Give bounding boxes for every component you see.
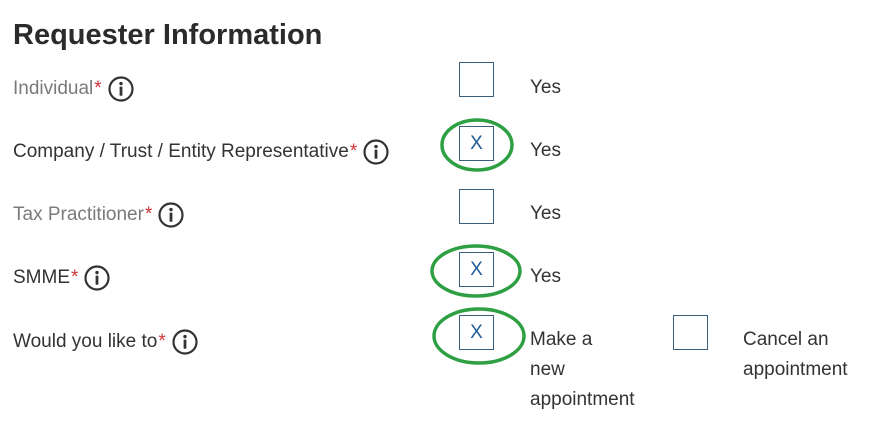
individual-yes-label: Yes xyxy=(530,77,561,98)
info-icon[interactable] xyxy=(172,329,198,355)
tax-practitioner-yes-checkbox[interactable] xyxy=(459,189,494,224)
section-title: Requester Information xyxy=(13,19,323,51)
appointment-question-label: Would you like to* xyxy=(13,329,198,355)
company-yes-checkbox[interactable]: X xyxy=(459,126,494,161)
smme-label: SMME* xyxy=(13,265,111,291)
smme-yes-checkbox[interactable]: X xyxy=(459,252,494,287)
info-icon[interactable] xyxy=(158,202,184,228)
info-icon[interactable] xyxy=(108,76,134,102)
make-appointment-label: Make a new appointment xyxy=(530,329,635,410)
individual-label: Individual* xyxy=(13,76,134,102)
company-yes-label: Yes xyxy=(530,140,561,161)
tax-practitioner-label: Tax Practitioner* xyxy=(13,202,184,228)
make-appointment-checkbox[interactable]: X xyxy=(459,315,494,350)
company-label: Company / Trust / Entity Representative* xyxy=(13,139,389,165)
info-icon[interactable] xyxy=(84,265,111,291)
tax-practitioner-yes-label: Yes xyxy=(530,203,561,224)
smme-yes-label: Yes xyxy=(530,266,561,287)
cancel-appointment-checkbox[interactable] xyxy=(673,315,708,350)
info-icon[interactable] xyxy=(363,139,389,165)
cancel-appointment-label: Cancel an appointment xyxy=(743,329,848,380)
individual-yes-checkbox[interactable] xyxy=(459,62,494,97)
